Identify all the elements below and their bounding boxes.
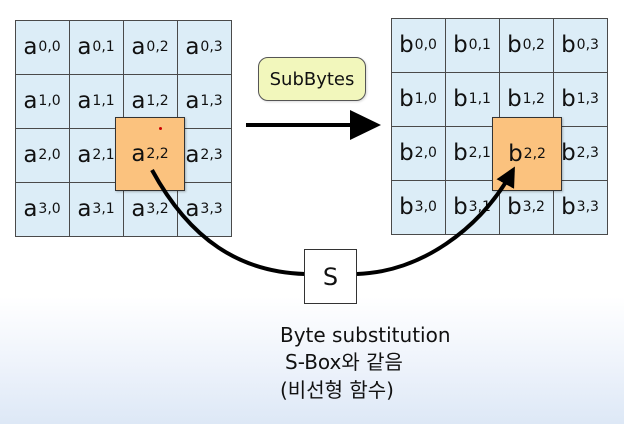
input-cell-symbol: a [77,195,92,222]
input-cell-symbol: a [185,195,200,222]
input-cell-symbol: a [131,33,146,60]
output-cell-symbol: b [399,139,414,166]
output-cell-index: 3,2 [522,199,545,215]
input-cell-index: 3,1 [92,201,115,217]
input-cell-symbol: a [77,33,92,60]
caption-line-2: S-Box와 같음 [285,350,403,374]
input-cell-index: 3,0 [38,201,61,217]
output-cell-index: 3,0 [414,199,437,215]
sbox-box: S [304,249,357,304]
output-highlight-index: 2,2 [523,146,546,162]
output-highlight-symbol: b [508,141,523,167]
input-cell-index: 2,3 [200,147,223,163]
input-highlight-symbol: a [131,141,146,167]
output-cell-symbol: b [399,85,414,112]
output-cell-symbol: b [453,31,468,58]
transform-arrow-head [350,110,381,140]
output-cell-symbol: b [399,193,414,220]
input-cell-index: 0,1 [92,39,115,55]
input-cell-index: 0,3 [200,39,223,55]
caption-line-1: Byte substitution [280,323,451,347]
output-cell-symbol: b [453,193,468,220]
input-cell-index: 0,2 [146,39,169,55]
output-cell-index: 1,2 [522,91,545,107]
input-cell-symbol: a [131,195,146,222]
output-cell-symbol: b [561,85,576,112]
output-cell-index: 1,0 [414,91,437,107]
marker-dot [159,127,162,130]
input-cell-index: 1,0 [38,93,61,109]
input-highlight-index: 2,2 [146,146,169,162]
output-cell-index: 2,3 [576,145,599,161]
input-cell-index: 1,1 [92,93,115,109]
input-cell-symbol: a [77,87,92,114]
input-cell-symbol: a [77,141,92,168]
input-cell-symbol: a [23,195,38,222]
input-cell-symbol: a [131,87,146,114]
output-cell-symbol: b [561,193,576,220]
output-cell-index: 3,1 [468,199,491,215]
input-cell-index: 3,3 [200,201,223,217]
output-cell-symbol: b [507,85,522,112]
input-cell-index: 0,0 [38,39,61,55]
input-cell-symbol: a [185,33,200,60]
output-cell-index: 2,1 [468,145,491,161]
output-cell-symbol: b [399,31,414,58]
output-cell-index: 1,3 [576,91,599,107]
output-cell-symbol: b [561,31,576,58]
input-cell-symbol: a [23,87,38,114]
input-cell-index: 1,3 [200,93,223,109]
output-cell-symbol: b [453,139,468,166]
output-cell-symbol: b [453,85,468,112]
input-cell-symbol: a [185,87,200,114]
input-cell-index: 2,0 [38,147,61,163]
caption-line-3: (비선형 함수) [280,378,394,402]
output-cell-symbol: b [507,193,522,220]
input-cell-index: 1,2 [146,93,169,109]
subbytes-label: SubBytes [258,57,366,101]
output-cell-index: 2,0 [414,145,437,161]
output-cell-symbol: b [561,139,576,166]
input-cell-index: 2,1 [92,147,115,163]
output-cell-index: 1,1 [468,91,491,107]
output-cell-index: 0,0 [414,37,437,53]
input-cell-symbol: a [23,141,38,168]
output-cell-symbol: b [507,31,522,58]
input-cell-symbol: a [23,33,38,60]
output-cell-index: 0,2 [522,37,545,53]
input-cell-index: 3,2 [146,201,169,217]
input-cell-symbol: a [185,141,200,168]
output-cell-index: 0,3 [576,37,599,53]
output-cell-index: 0,1 [468,37,491,53]
output-cell-index: 3,3 [576,199,599,215]
